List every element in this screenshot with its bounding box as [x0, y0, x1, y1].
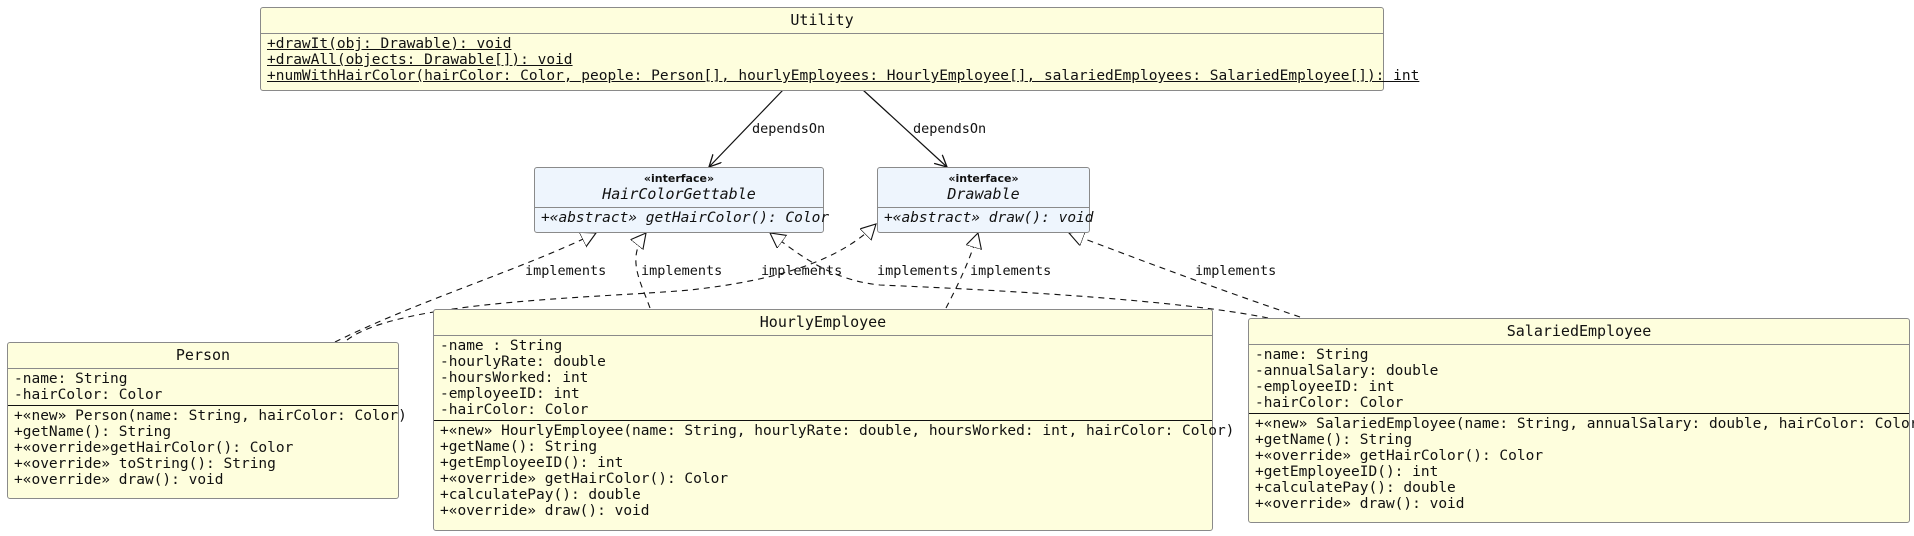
method: +drawIt(obj: Drawable): void	[267, 36, 512, 52]
method: +drawAll(objects: Drawable[]): void	[267, 52, 573, 68]
field: -name : String	[440, 338, 563, 354]
implements-label: implements	[877, 263, 959, 279]
stereotype-label: «interface»	[948, 172, 1019, 185]
field: -employeeID: int	[440, 386, 580, 402]
method-list: +«new» SalariedEmployee(name: String, an…	[1249, 413, 1914, 514]
method-list: +«abstract» getHairColor(): Color	[535, 208, 830, 228]
field: -hairColor: Color	[440, 402, 589, 418]
drawable-interface: «interface» Drawable +«abstract» draw():…	[877, 167, 1094, 233]
method: +«new» Person(name: String, hairColor: C…	[14, 408, 407, 424]
implements-edge-person-hcg	[334, 233, 596, 343]
implements-edge-salaried-drawable	[1069, 233, 1301, 318]
field: -hairColor: Color	[14, 387, 163, 403]
method: +numWithHairColor(hairColor: Color, peop…	[267, 68, 1420, 84]
field: -name: String	[14, 371, 128, 387]
field: -employeeID: int	[1255, 379, 1395, 395]
implements-edge-salaried-hcg	[770, 233, 1269, 319]
field-list: -name: String -hairColor: Color	[8, 369, 398, 405]
method-list: +«new» Person(name: String, hairColor: C…	[8, 405, 407, 490]
method: +getName(): String	[14, 424, 172, 440]
method: +«override»getHairColor(): Color	[14, 440, 294, 456]
hair-color-gettable-interface: «interface» HairColorGettable +«abstract…	[534, 167, 830, 233]
field-list: -name: String -annualSalary: double -emp…	[1249, 345, 1909, 413]
implements-edge-person-drawable	[346, 224, 876, 341]
depends-on-edge-drawable	[862, 89, 947, 167]
method-list: +«abstract» draw(): void	[878, 208, 1094, 228]
implements-label: implements	[641, 263, 723, 279]
field-list: -name : String -hourlyRate: double -hour…	[434, 336, 1212, 420]
method: +getName(): String	[1255, 432, 1413, 448]
field: -name: String	[1255, 347, 1369, 363]
method: +«override» getHairColor(): Color	[440, 471, 729, 487]
method: +calculatePay(): double	[1255, 480, 1456, 496]
utility-class: Utility +drawIt(obj: Drawable): void +dr…	[260, 7, 1420, 91]
method: +«override» getHairColor(): Color	[1255, 448, 1544, 464]
depends-on-label: dependsOn	[752, 121, 826, 137]
class-name: Person	[175, 346, 231, 364]
class-name: HairColorGettable	[602, 185, 756, 203]
class-name: HourlyEmployee	[759, 313, 887, 331]
method: +«abstract» draw(): void	[884, 210, 1094, 226]
method: +calculatePay(): double	[440, 487, 641, 503]
method-list: +«new» HourlyEmployee(name: String, hour…	[434, 420, 1235, 521]
implements-label: implements	[970, 263, 1052, 279]
implements-label: implements	[761, 263, 843, 279]
hourly-employee-class: HourlyEmployee -name : String -hourlyRat…	[433, 309, 1235, 531]
method: +«new» SalariedEmployee(name: String, an…	[1255, 416, 1914, 432]
method: +«override» toString(): String	[14, 456, 276, 472]
class-header: HourlyEmployee	[434, 310, 1212, 336]
method: +«override» draw(): void	[1255, 496, 1465, 512]
method: +«override» draw(): void	[440, 503, 650, 519]
class-header: Person	[8, 343, 398, 369]
field: -hoursWorked: int	[440, 370, 589, 386]
field: -hairColor: Color	[1255, 395, 1404, 411]
implements-edge-hourly-hcg	[636, 233, 651, 309]
stereotype-label: «interface»	[643, 172, 715, 185]
class-header: «interface» Drawable	[878, 168, 1089, 208]
class-name: SalariedEmployee	[1506, 322, 1652, 340]
class-name: Drawable	[947, 185, 1020, 203]
method: +getEmployeeID(): int	[440, 455, 624, 471]
method: +«abstract» getHairColor(): Color	[541, 210, 830, 226]
class-header: Utility	[261, 8, 1383, 34]
depends-on-edge-hcg	[709, 89, 784, 167]
method: +getName(): String	[440, 439, 598, 455]
method-list: +drawIt(obj: Drawable): void +drawAll(ob…	[261, 34, 1420, 86]
salaried-employee-class: SalariedEmployee -name: String -annualSa…	[1248, 318, 1914, 523]
field: -hourlyRate: double	[440, 354, 606, 370]
method: +«new» HourlyEmployee(name: String, hour…	[440, 423, 1235, 439]
class-header: «interface» HairColorGettable	[535, 168, 823, 208]
class-header: SalariedEmployee	[1249, 319, 1909, 345]
depends-on-label: dependsOn	[913, 121, 987, 137]
method: +«override» draw(): void	[14, 472, 224, 488]
implements-label: implements	[525, 263, 607, 279]
method: +getEmployeeID(): int	[1255, 464, 1439, 480]
implements-label: implements	[1195, 263, 1277, 279]
person-class: Person -name: String -hairColor: Color +…	[7, 342, 407, 499]
class-name: Utility	[790, 11, 854, 29]
field: -annualSalary: double	[1255, 363, 1439, 379]
